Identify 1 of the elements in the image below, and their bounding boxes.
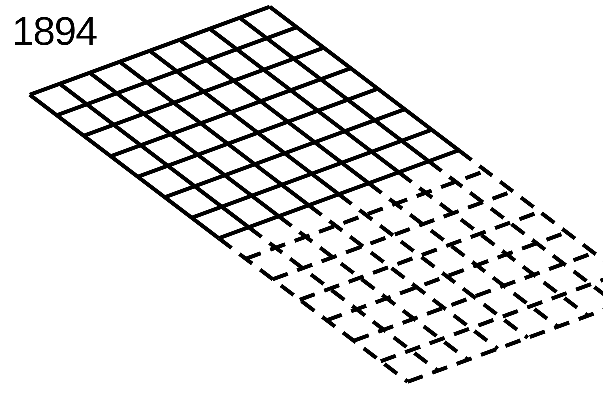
year-label: 1894 (12, 12, 97, 52)
